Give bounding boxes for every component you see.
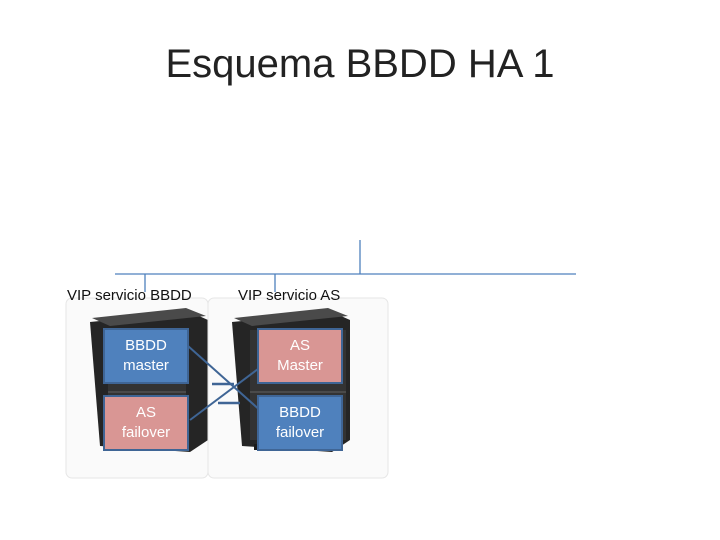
role-name: BBDD [125, 336, 167, 356]
role-state: master [123, 356, 169, 376]
server-2-role-bottom: BBDD failover [257, 395, 343, 451]
vip-bbdd-label: VIP servicio BBDD [67, 287, 192, 304]
server-1-role-bottom: AS failover [103, 395, 189, 451]
server-1-role-top: BBDD master [103, 328, 189, 384]
role-state: failover [276, 423, 324, 443]
vip-as-label: VIP servicio AS [238, 287, 340, 304]
role-name: AS [136, 403, 156, 423]
server-1 [66, 298, 208, 478]
role-state: failover [122, 423, 170, 443]
role-state: Master [277, 356, 323, 376]
role-name: BBDD [279, 403, 321, 423]
server-2-role-top: AS Master [257, 328, 343, 384]
role-name: AS [290, 336, 310, 356]
